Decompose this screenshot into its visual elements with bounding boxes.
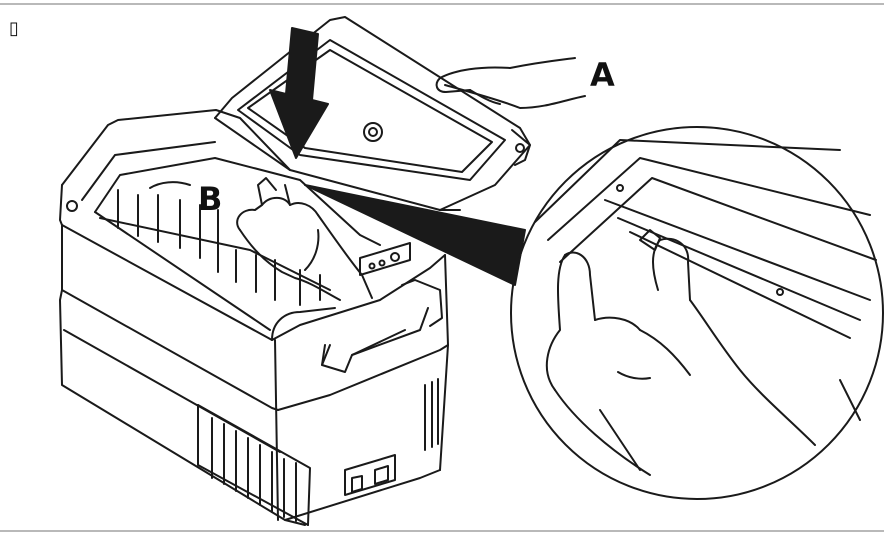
- detail-magnifier: [510, 126, 884, 500]
- cooler-body: [59, 109, 449, 526]
- hand-a: [435, 57, 586, 109]
- top-rule: [0, 3, 884, 5]
- placeholder-glyph: ▯: [9, 18, 19, 39]
- bottom-rule: [0, 530, 884, 532]
- hand-b: [236, 177, 373, 301]
- label-b: B: [198, 180, 222, 218]
- callout-wedge: [304, 184, 526, 286]
- press-arrow: [269, 27, 329, 159]
- label-a: A: [590, 56, 615, 94]
